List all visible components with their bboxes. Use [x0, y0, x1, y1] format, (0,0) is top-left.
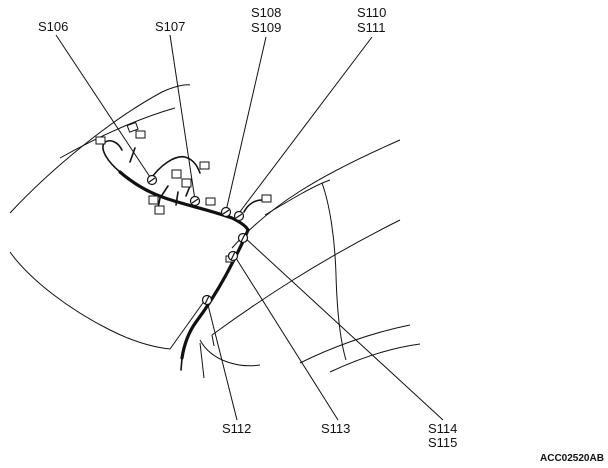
splice-marker-s113: [227, 250, 239, 262]
callout-s110: S110: [357, 5, 386, 20]
callout-s112: S112: [222, 421, 251, 436]
splice-marker-s106: [146, 174, 158, 186]
splice-marker-s112: [201, 294, 213, 306]
splice-markers: [146, 174, 249, 306]
splice-marker-s110-s111: [233, 210, 245, 222]
callout-s113: S113: [321, 421, 350, 436]
splice-marker-s107: [189, 195, 201, 207]
callout-labels: S106 S107 S108 S109 S110 S111 S112 S113 …: [38, 5, 604, 464]
figure-code: ACC02520AB: [540, 453, 604, 464]
wiring-harness: [102, 140, 263, 371]
callout-s111: S111: [357, 20, 385, 35]
callout-s107: S107: [155, 19, 185, 34]
leader-lines: [55, 34, 444, 421]
callout-s108: S108: [251, 5, 281, 20]
splice-marker-s108-s109: [220, 206, 232, 218]
callout-s115: S115: [428, 435, 457, 450]
harness-connectors: [95, 121, 272, 263]
callout-s109: S109: [251, 20, 281, 35]
callout-s114: S114: [428, 421, 457, 436]
splice-marker-s114-s115: [237, 232, 249, 244]
callout-s106: S106: [38, 19, 68, 34]
